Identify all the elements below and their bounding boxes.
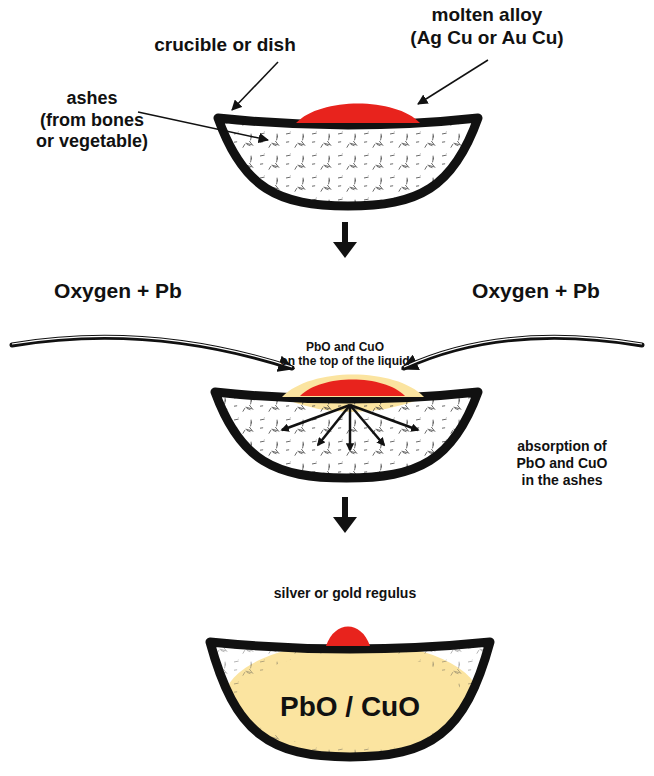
label-line: absorption of <box>517 438 608 455</box>
leader-arrow <box>418 60 488 104</box>
step-arrow <box>342 497 348 519</box>
callout-label: absorption of PbO and CuO in the ashes <box>517 438 608 488</box>
oxygen-arrow <box>12 337 292 368</box>
step-arrow-head <box>333 517 357 533</box>
callout-label: crucible or dish <box>154 34 295 57</box>
label-line: crucible or dish <box>154 34 295 57</box>
molten-alloy <box>300 380 405 397</box>
callout-label: Oxygen + Pb <box>472 278 600 303</box>
crucible-dish <box>215 382 478 488</box>
step-arrow <box>342 222 348 244</box>
absorption-arrow <box>350 405 418 430</box>
callout-label: PbO and CuO on the top of the liquid <box>280 340 409 369</box>
step-arrow-head <box>333 242 357 258</box>
oxygen-arrow <box>404 337 642 368</box>
label-line: PbO and CuO <box>280 340 409 354</box>
label-line: (from bones <box>36 110 148 132</box>
label-line: ashes <box>36 88 148 110</box>
leader-arrow <box>232 62 278 110</box>
leader-arrow <box>138 112 268 140</box>
callout-label: Oxygen + Pb <box>54 278 182 303</box>
absorption-arrow <box>318 405 350 445</box>
crucible-dish <box>218 108 478 216</box>
label-line: PbO and CuO <box>517 455 608 472</box>
label-line: molten alloy <box>410 4 563 27</box>
oxide-layer <box>282 375 424 398</box>
label-line: Oxygen + Pb <box>54 278 182 303</box>
callout-label: silver or gold regulus <box>274 585 416 602</box>
callout-label: molten alloy (Ag Cu or Au Cu) <box>410 4 563 50</box>
absorption-arrow <box>349 405 352 450</box>
label-line: in the ashes <box>517 472 608 489</box>
region-label: PbO / CuO <box>280 690 420 724</box>
label-line: silver or gold regulus <box>274 585 416 602</box>
label-line: or vegetable) <box>36 131 148 153</box>
label-line: (Ag Cu or Au Cu) <box>410 27 563 50</box>
molten-alloy <box>296 104 420 124</box>
label-line: Oxygen + Pb <box>472 278 600 303</box>
label-line: on the top of the liquid <box>280 354 409 368</box>
callout-label: ashes (from bones or vegetable) <box>36 88 148 153</box>
regulus <box>326 627 370 647</box>
label-line: PbO / CuO <box>280 690 420 724</box>
crucible-dish <box>210 632 490 767</box>
